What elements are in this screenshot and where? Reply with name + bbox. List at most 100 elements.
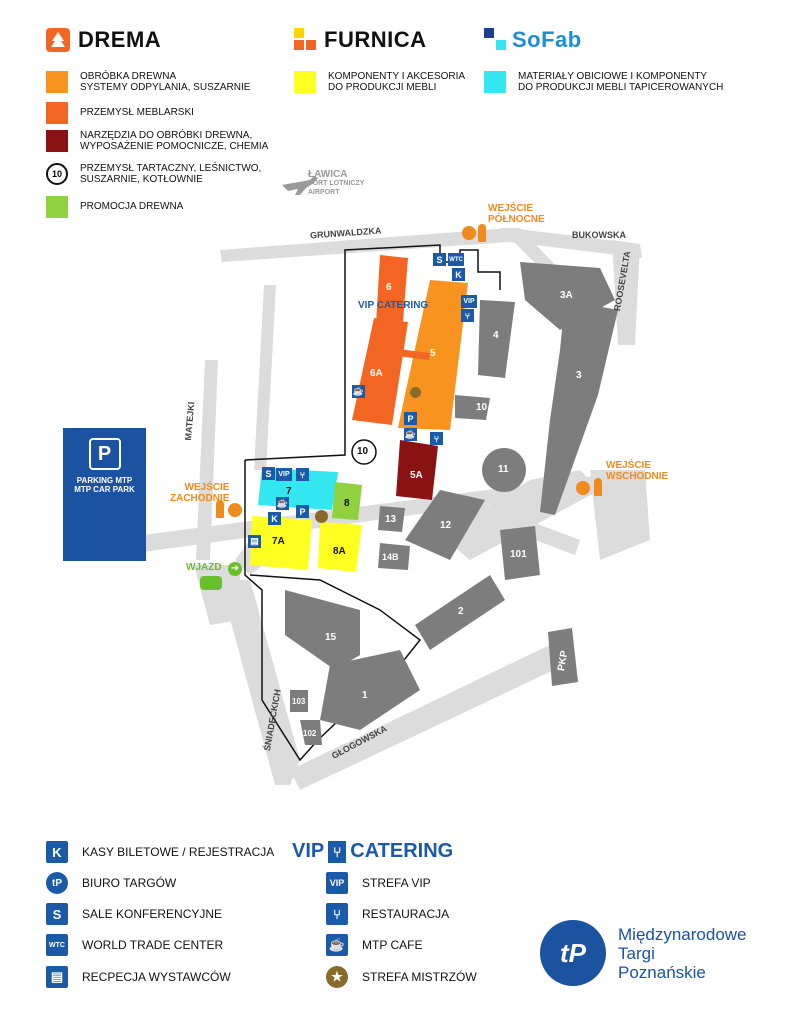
hall-label-102: 102: [303, 729, 317, 738]
bottom-legend-text: BIURO TARGÓW: [82, 876, 177, 890]
fair-office-icon: tP: [46, 872, 68, 894]
hall-label-3a: 3A: [560, 290, 573, 301]
map-ticket-icon: K: [452, 268, 465, 281]
hall-label-12: 12: [440, 520, 452, 531]
hall-label-11: 11: [498, 464, 509, 475]
hall-3a: [520, 262, 615, 330]
drive-arrow-icon: ➜: [228, 562, 242, 576]
legend-swatch: [46, 102, 68, 124]
parking-line2: MTP CAR PARK: [74, 485, 135, 494]
legend-swatch: [484, 71, 506, 93]
map-cafe-icon: ☕: [352, 385, 365, 398]
car-icon: [200, 576, 222, 590]
map-wtc-icon: WTC: [448, 253, 464, 266]
person-icon-east: [594, 478, 602, 496]
legend-text: WYPOSAŻENIE POMOCNICZE, CHEMIA: [80, 141, 269, 152]
hall-label-101: 101: [510, 549, 527, 560]
entrance-east-line1: WEJŚCIE: [606, 460, 652, 471]
map-restaurant-icon-2: ⑂: [430, 432, 443, 445]
sofab-logo: SoFab: [484, 27, 582, 53]
legend-text: PRZEMYSŁ TARTACZNY, LEŚNICTWO,: [80, 163, 262, 174]
airport-sub1: PORT LOTNICZY: [308, 180, 365, 187]
person-icon-west: [216, 500, 224, 518]
catering-title: CATERING: [350, 840, 454, 862]
map-reception-icon: ▤: [248, 535, 261, 548]
vip-title: VIP: [292, 840, 325, 862]
hall-label-7: 7: [286, 486, 292, 497]
hall-label-13: 13: [385, 514, 397, 525]
map-restaurant-icon: ⑂: [461, 309, 474, 322]
street-bukowska: BUKOWSKA: [572, 230, 626, 240]
bottom-legend-champions: ★ STREFA MISTRZÓW: [326, 966, 477, 988]
hall-label-6: 6: [386, 282, 392, 293]
parking-icon: P: [88, 438, 121, 470]
hall-103: [290, 690, 308, 712]
hall-13: [378, 506, 405, 532]
hall-label-6a: 6A: [370, 368, 383, 379]
bottom-legend-vip: VIP STREFA VIP: [326, 872, 431, 894]
airport-label: ŁAWICA PORT LOTNICZY AIRPORT: [308, 170, 364, 197]
wtc-icon: WTC: [46, 934, 68, 956]
hall-label-2: 2: [458, 606, 464, 617]
cafe-icon: ☕: [326, 934, 348, 956]
hall-15: [285, 590, 360, 670]
mtp-globe-icon: tP: [540, 920, 606, 986]
hall-label-103: 103: [292, 697, 306, 706]
legend-badge-10: 10: [46, 163, 68, 185]
drema-logo: DREMA: [46, 27, 161, 53]
entrance-west-line1: WEJŚCIE: [184, 482, 230, 493]
venue-map: [143, 176, 650, 790]
legend-text: DO PRODUKCJI MEBLI: [328, 82, 437, 93]
bottom-legend-text: STREFA MISTRZÓW: [362, 970, 477, 984]
legend-item-furniture-industry: PRZEMYSŁ MEBLARSKI: [46, 102, 194, 124]
legend-text: PROMOCJA DREWNA: [80, 201, 184, 212]
medal-icon: ★: [326, 966, 348, 988]
hall-label-15: 15: [325, 632, 337, 643]
entrance-north-line2: PÓŁNOCNE: [488, 214, 545, 225]
map-medal-icon: [315, 510, 328, 523]
hall-10-circle: [351, 439, 377, 465]
hall-5a: [396, 440, 438, 500]
entrance-east-icon: [576, 481, 590, 495]
hall-label-14b: 14B: [382, 552, 399, 562]
bottom-legend-text: STREFA VIP: [362, 876, 431, 890]
legend-item-tools: NARZĘDZIA DO OBRÓBKI DREWNA,WYPOSAŻENIE …: [46, 130, 268, 152]
map-vip-icon: VIP: [461, 295, 477, 308]
hall-label-7a: 7A: [272, 536, 285, 547]
hall-3: [540, 300, 618, 515]
hall-6a: [352, 318, 408, 425]
legend-item-wood-promotion: PROMOCJA DREWNA: [46, 196, 183, 218]
entrance-west-icon: [228, 503, 242, 517]
map-cafe-icon-3: ☕: [276, 497, 289, 510]
restaurant-icon: ⑂: [326, 903, 348, 925]
bottom-legend-conference: S SALE KONFERENCYJNE: [46, 903, 222, 925]
hall-label-1: 1: [362, 690, 368, 701]
map-office-icon: P: [404, 412, 417, 425]
airplane-icon: [282, 176, 318, 195]
hall-label-5: 5: [430, 348, 436, 359]
conference-icon: S: [46, 903, 68, 925]
map-conference-icon-2: S: [262, 467, 275, 480]
map-ticket-icon-2: K: [268, 512, 281, 525]
legend-swatch: [294, 71, 316, 93]
hall-4: [478, 300, 515, 378]
furnica-logo: FURNICA: [294, 27, 427, 53]
bottom-legend-text: KASY BILETOWE / REJESTRACJA: [82, 845, 275, 859]
hall-2: [415, 575, 505, 650]
pkp-building: [548, 628, 578, 686]
airport-name: ŁAWICA: [308, 169, 348, 180]
legend-text: NARZĘDZIA DO OBRÓBKI DREWNA,: [80, 130, 253, 141]
parking-line1: PARKING MTP: [76, 476, 133, 485]
legend-swatch: [46, 130, 68, 152]
hall-label-8: 8: [344, 498, 350, 509]
entrance-drive: WJAZD: [186, 562, 222, 573]
bottom-legend-reception: ▤ RECPECJA WYSTAWCÓW: [46, 966, 231, 988]
map-vip-icon-2: VIP: [276, 468, 292, 481]
map-cafe-icon-2: ☕: [404, 428, 417, 441]
map-medal-icon-2: [410, 387, 421, 398]
hall-10: [455, 395, 490, 420]
sofab-squares-icon: [484, 28, 508, 52]
hall-8: [332, 482, 362, 520]
entrance-north-line1: WEJŚCIE: [488, 203, 534, 214]
